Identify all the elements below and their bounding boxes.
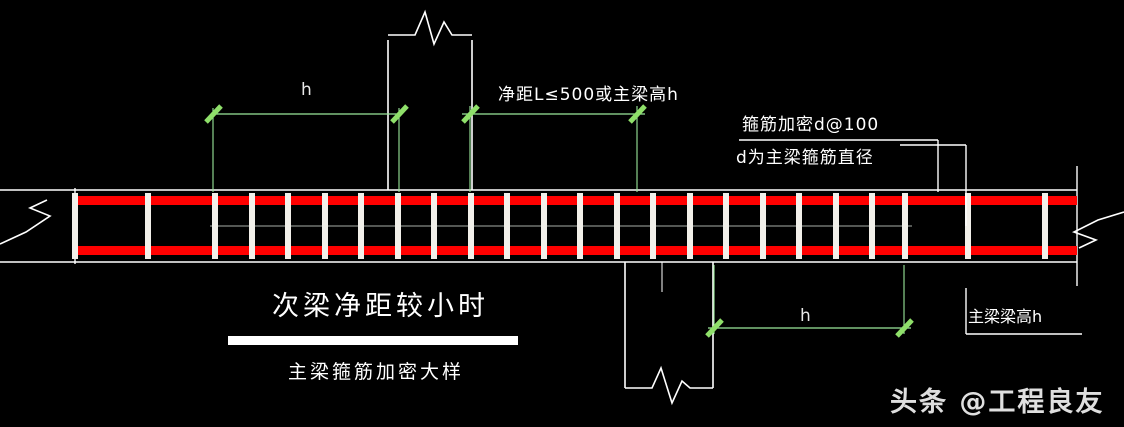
dimension-h-top — [204, 104, 409, 192]
dimension-clear-span — [461, 104, 647, 192]
stirrup-note-line2: d为主梁箍筋直径 — [736, 148, 874, 168]
leader-stirrup-note — [739, 139, 939, 192]
dimension-label-h-bottom: h — [800, 306, 811, 326]
title-underline — [228, 336, 518, 345]
secondary-beam-bottom — [624, 262, 714, 406]
longitudinal-rebar-red — [75, 196, 1077, 255]
drawing-subtitle: 主梁箍筋加密大样 — [288, 361, 465, 383]
secondary-beam-top — [387, 9, 473, 190]
leader-main-beam-depth — [900, 144, 1082, 335]
clear-span-note-label: 净距L≤500或主梁高h — [498, 85, 679, 105]
break-symbol-right — [1071, 166, 1124, 286]
dimension-label-h-top: h — [301, 80, 312, 100]
stirrup-group-dense — [212, 193, 908, 259]
main-beam-depth-label: 主梁梁高h — [968, 307, 1043, 326]
stirrup-group-sparse-left — [72, 193, 151, 259]
dimension-h-bottom — [705, 265, 914, 338]
watermark-text: 头条 @工程良友 — [890, 387, 1105, 418]
drawing-title: 次梁净距较小时 — [272, 291, 489, 322]
break-symbol-left — [0, 188, 76, 264]
main-beam-outline — [0, 189, 1077, 263]
stirrup-note-line1: 箍筋加密d@100 — [742, 115, 880, 135]
stirrup-group-sparse-right — [965, 193, 1048, 259]
